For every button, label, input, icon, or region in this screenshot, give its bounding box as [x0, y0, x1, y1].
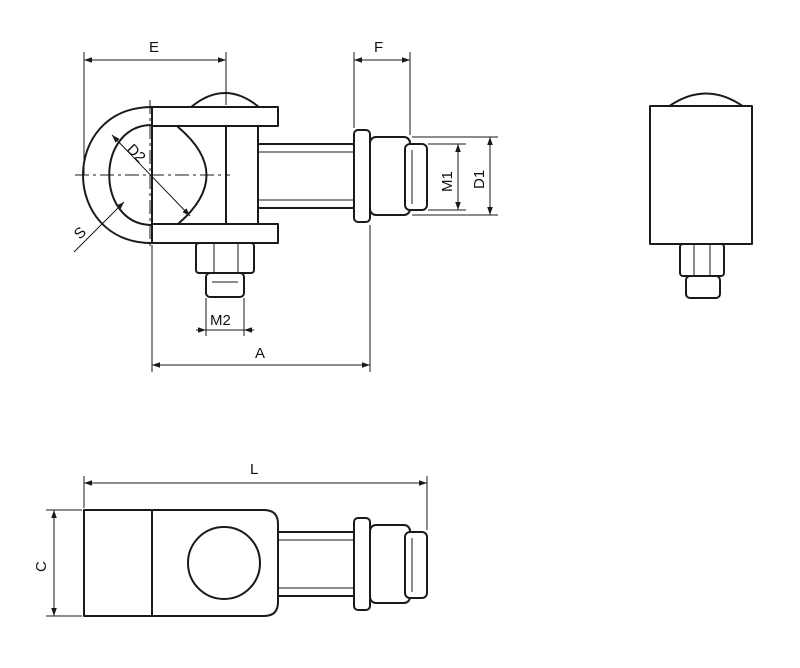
side-nut — [679, 243, 725, 277]
pin-circle — [187, 526, 261, 600]
label-f: F — [374, 39, 383, 56]
threaded-shank — [257, 143, 355, 209]
label-c: C — [33, 561, 50, 572]
label-s: S — [71, 224, 90, 243]
side-body — [649, 105, 753, 245]
top-view-shank — [277, 531, 355, 597]
label-m2: M2 — [210, 312, 231, 329]
bottom-flange — [151, 223, 279, 244]
bottom-nut — [195, 242, 255, 274]
hex-collar — [353, 129, 371, 223]
label-a: A — [255, 345, 265, 362]
side-screw-head — [667, 92, 745, 108]
top-flange — [151, 106, 279, 127]
top-view-collar — [353, 517, 371, 611]
label-m1: M1 — [439, 171, 456, 192]
label-d2: D2 — [123, 141, 149, 167]
label-l: L — [250, 461, 258, 478]
label-d1: D1 — [471, 170, 488, 189]
bottom-bolt-end — [205, 272, 245, 298]
label-e: E — [149, 39, 159, 56]
top-view — [83, 509, 428, 617]
side-view — [649, 92, 753, 299]
front-view — [75, 92, 428, 298]
dimension-lines — [46, 52, 498, 617]
side-bolt-end — [685, 275, 721, 299]
top-screw-head — [189, 92, 261, 109]
